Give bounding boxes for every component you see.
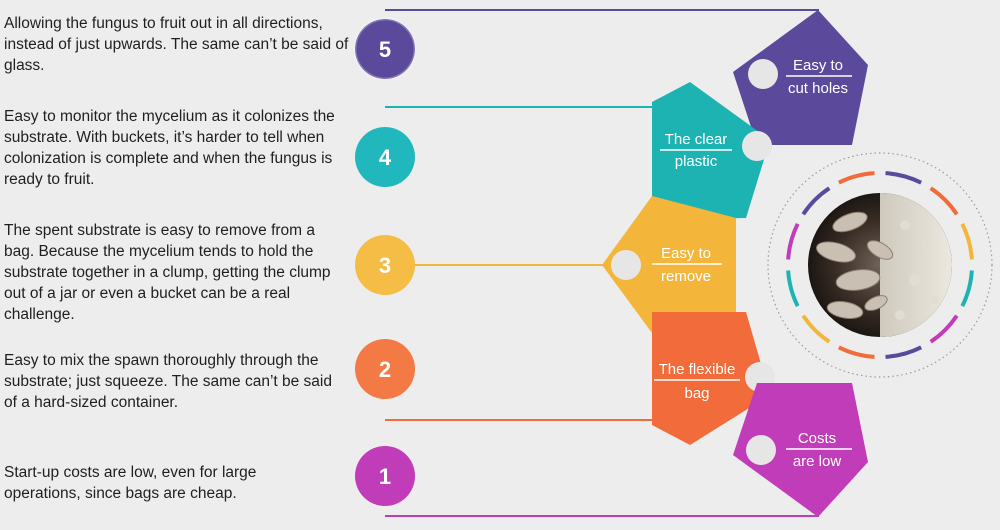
step-5-number: 5 [379, 37, 391, 62]
pentagon-4-dot [742, 131, 772, 161]
pentagon-5-label-line2: cut holes [788, 80, 848, 97]
pentagon-4-label-line1: The clear [665, 131, 728, 148]
arc-segment [786, 270, 800, 308]
mushroom-photo-ring [767, 152, 993, 378]
arc-segment [837, 345, 875, 359]
pentagon-1-label-line2: are low [793, 453, 842, 470]
connector-4 [385, 106, 691, 120]
step-1-description: Start-up costs are low, even for large o… [4, 464, 257, 502]
arc-segment [837, 171, 875, 185]
connector-1 [385, 500, 819, 517]
step-5-badge: 5 [353, 17, 417, 81]
outer-dotted-ring [767, 152, 993, 378]
step-1-badge: 1 [355, 446, 415, 506]
step-4-number: 4 [379, 145, 392, 170]
step-3-description: The spent substrate is easy to remove fr… [4, 222, 331, 323]
arc-segment [801, 314, 831, 344]
pentagon-3: Easy to remove [602, 196, 736, 333]
step-2-number: 2 [379, 357, 391, 382]
pentagon-2-label-line2: bag [684, 385, 709, 402]
arc-segment [801, 186, 831, 216]
step-5-description: Allowing the fungus to fruit out in all … [4, 15, 349, 74]
arc-segment [885, 345, 923, 359]
step-3-badge: 3 [355, 235, 415, 295]
number-badges: 5 4 3 2 1 [353, 17, 417, 506]
colored-arc-ring [786, 171, 974, 359]
pentagon-1: Costs are low [733, 383, 868, 517]
pentagon-3-dot [611, 250, 641, 280]
pentagon-5-label-line1: Easy to [793, 57, 843, 74]
arc-segment [929, 314, 959, 344]
pentagon-1-dot [746, 435, 776, 465]
pentagon-5: Easy to cut holes [733, 10, 868, 145]
connector-5 [385, 9, 819, 28]
step-1-number: 1 [379, 464, 391, 489]
step-2-description: Easy to mix the spawn thoroughly through… [4, 352, 332, 411]
arc-segment [786, 222, 800, 260]
pentagon-4: The clear plastic [652, 82, 772, 220]
pentagon-5-dot [748, 59, 778, 89]
pentagon-2: The flexible bag [652, 312, 775, 445]
arc-segment [929, 186, 959, 216]
arc-segment [960, 270, 974, 308]
arc-segment [885, 171, 923, 185]
step-3-number: 3 [379, 253, 391, 278]
arc-segment [960, 222, 974, 260]
connector-2 [385, 408, 691, 421]
pentagon-4-label-line2: plastic [675, 153, 718, 170]
pentagon-2-label-line1: The flexible [659, 361, 736, 378]
pentagon-1-label-line1: Costs [798, 430, 836, 447]
step-2-badge: 2 [355, 339, 415, 399]
pentagon-3-label-line2: remove [661, 268, 711, 285]
pentagon-3-label-line1: Easy to [661, 245, 711, 262]
step-4-badge: 4 [355, 127, 415, 187]
mushroom-photo [808, 193, 952, 337]
step-4-description: Easy to monitor the mycelium as it colon… [4, 108, 335, 188]
